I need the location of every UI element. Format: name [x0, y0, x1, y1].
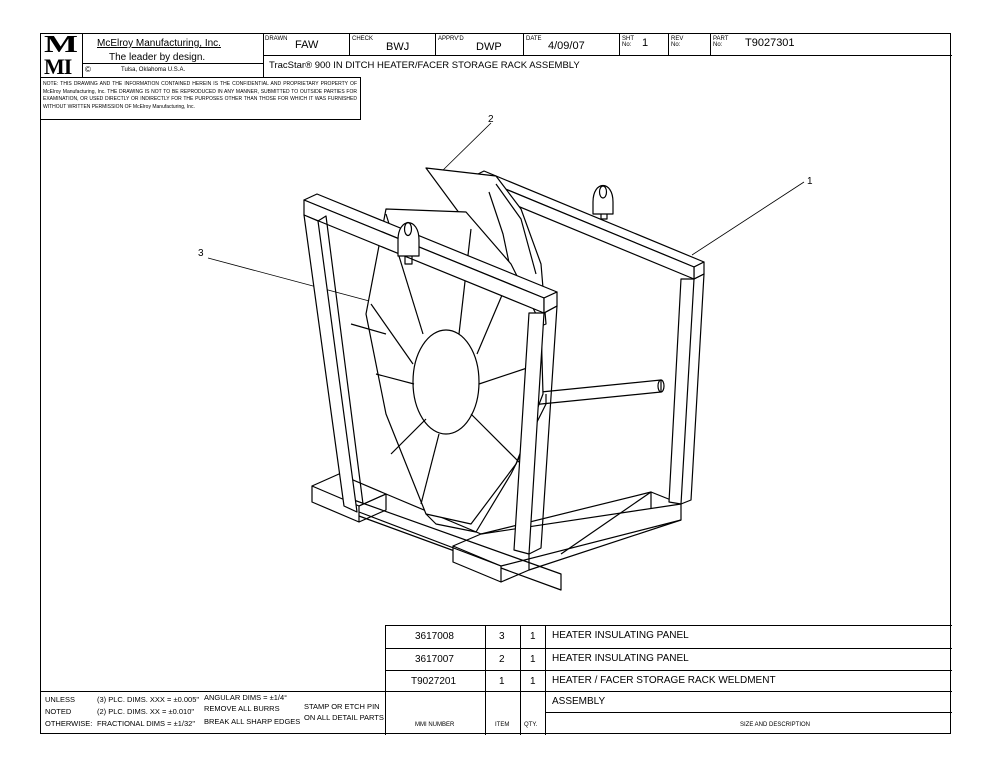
- mmi-logo: M MI: [41, 32, 83, 79]
- logo-bottom-letters: MI: [44, 54, 72, 79]
- rack-frame-back: [473, 170, 705, 505]
- rev-number-field: REV No:: [669, 34, 711, 55]
- date-label: DATE: [526, 36, 542, 42]
- otherwise-label: OTHERWISE:: [45, 719, 93, 728]
- rack-frame-front: [303, 193, 558, 555]
- part-label: PART No:: [713, 36, 729, 48]
- bom-header-number: MMI NUMBER: [415, 722, 455, 728]
- rack-assembly-drawing: 1 2 3: [198, 114, 813, 591]
- drawing-title: TracStar® 900 IN DITCH HEATER/FACER STOR…: [269, 60, 580, 71]
- bom-header-qty: QTY.: [524, 722, 538, 728]
- break-edges: BREAK ALL SHARP EDGES: [204, 717, 301, 726]
- part-number-field: PART No: T9027301: [711, 34, 952, 55]
- sht-label: SHT No:: [622, 36, 634, 48]
- logo-top-letters: M: [44, 32, 78, 58]
- check-label: CHECK: [352, 36, 374, 42]
- bom-item: 1: [499, 676, 505, 687]
- bom-description: HEATER INSULATING PANEL: [552, 653, 689, 664]
- drawn-value: FAW: [295, 39, 319, 51]
- notice-text: NOTE: THIS DRAWING AND THE INFORMATION C…: [43, 81, 357, 110]
- tolerance-fractional: FRACTIONAL DIMS = ±1/32": [97, 719, 195, 728]
- unless-label: UNLESS: [45, 695, 76, 704]
- bom-qty: 1: [530, 654, 536, 665]
- tolerance-2-place: (2) PLC. DIMS. XX = ±0.010": [97, 707, 195, 716]
- balloon-1: 1: [807, 176, 813, 187]
- bom-description: HEATER / FACER STORAGE RACK WELDMENT: [552, 675, 776, 686]
- apprvd-field: APPRV'D DWP: [436, 34, 524, 55]
- bom-number: T9027201: [411, 676, 457, 687]
- bom-header-description: SIZE AND DESCRIPTION: [740, 722, 811, 728]
- sheet-number-field: SHT No: 1: [620, 34, 669, 55]
- check-value: BWJ: [386, 41, 410, 53]
- stamp-note-2: ON ALL DETAIL PARTS: [304, 713, 384, 722]
- bom-qty: 1: [530, 631, 536, 642]
- confidential-notice: NOTE: THIS DRAWING AND THE INFORMATION C…: [41, 77, 361, 120]
- company-name: McElroy Manufacturing, Inc.: [97, 38, 221, 49]
- drawing-sheet: M MI McElroy Manufacturing, Inc. The lea…: [40, 32, 952, 735]
- company-location: Tulsa, Oklahoma U.S.A.: [121, 67, 186, 73]
- tolerance-block: UNLESS NOTED OTHERWISE: (3) PLC. DIMS. X…: [41, 691, 385, 735]
- balloon-3: 3: [198, 248, 204, 259]
- apprvd-label: APPRV'D: [438, 36, 464, 42]
- stamp-note-1: STAMP OR ETCH PIN: [304, 702, 380, 711]
- company-tagline: The leader by design.: [109, 52, 206, 63]
- bom-header-item: ITEM: [495, 722, 510, 728]
- bom-number: 3617008: [415, 631, 454, 642]
- date-value: 4/09/07: [548, 40, 585, 52]
- noted-label: NOTED: [45, 707, 72, 716]
- bom-item: 3: [499, 631, 505, 642]
- check-field: CHECK BWJ: [350, 34, 436, 55]
- bom-description: HEATER INSULATING PANEL: [552, 630, 689, 641]
- bom-number: 3617007: [415, 654, 454, 665]
- bom-assembly-label: ASSEMBLY: [552, 696, 606, 707]
- bom-qty: 1: [530, 676, 536, 687]
- angular-dims: ANGULAR DIMS = ±1/4°: [204, 693, 288, 702]
- drawn-label: DRAWN: [265, 36, 288, 42]
- apprvd-value: DWP: [476, 41, 502, 53]
- tolerance-3-place: (3) PLC. DIMS. XXX = ±0.005": [97, 695, 200, 704]
- sht-value: 1: [642, 37, 649, 49]
- bom-item: 2: [499, 654, 505, 665]
- copyright-symbol: ©: [85, 65, 91, 74]
- bom-table: 3617008 3 1 HEATER INSULATING PANEL 3617…: [385, 625, 952, 735]
- date-field: DATE 4/09/07: [524, 34, 620, 55]
- balloon-2: 2: [488, 114, 494, 125]
- rev-label: REV No:: [671, 36, 684, 48]
- remove-burrs: REMOVE ALL BURRS: [204, 704, 280, 713]
- part-value: T9027301: [745, 37, 795, 49]
- base-skids: [311, 473, 682, 591]
- drawn-field: DRAWN FAW: [263, 34, 350, 55]
